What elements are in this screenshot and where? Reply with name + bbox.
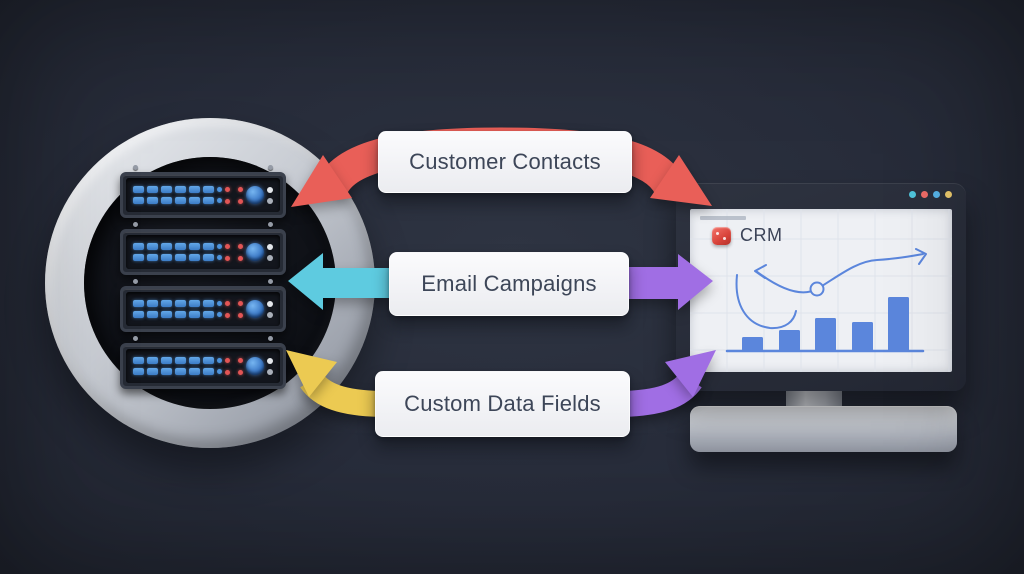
- server-power-button-icon: [246, 186, 264, 204]
- server-led-grid: [133, 300, 214, 318]
- flow-label-text: Custom Data Fields: [404, 391, 601, 416]
- server-led-grid: [133, 186, 214, 204]
- chart-bar: [888, 297, 909, 351]
- window-dots: [909, 191, 952, 198]
- chart-hook-arc: [735, 274, 797, 330]
- chart-bar: [779, 330, 800, 351]
- screen-header-placeholder-text: [700, 216, 746, 220]
- chart-bar: [852, 322, 873, 351]
- server-status-leds: [225, 186, 243, 204]
- server-unit: [120, 336, 286, 389]
- crm-app-icon: [712, 226, 731, 245]
- flow-label-text: Email Campaigns: [421, 271, 597, 296]
- crm-app-name: CRM: [740, 225, 783, 245]
- crm-screen: CRM: [690, 209, 952, 372]
- server-led-grid: [133, 357, 214, 375]
- server-power-button-icon: [246, 243, 264, 261]
- window-dot-icon: [933, 191, 940, 198]
- server-power-button-icon: [246, 300, 264, 318]
- crm-app-header: CRM: [712, 225, 783, 246]
- server-status-leds: [225, 357, 243, 375]
- flow-label-custom-data-fields: Custom Data Fields: [375, 371, 630, 437]
- server-power-button-icon: [246, 357, 264, 375]
- window-dot-icon: [909, 191, 916, 198]
- window-dot-icon: [945, 191, 952, 198]
- bar-series: [742, 297, 909, 351]
- server-front-panel: [126, 235, 280, 269]
- flow-label-email-campaigns: Email Campaigns: [389, 252, 629, 316]
- curve-node-circle: [809, 281, 825, 297]
- server-status-leds: [225, 300, 243, 318]
- server-unit: [120, 279, 286, 332]
- flow-label-customer-contacts: Customer Contacts: [378, 131, 632, 193]
- server-status-leds: [225, 243, 243, 261]
- curve-arrowhead-right-icon: [915, 248, 927, 265]
- window-dot-icon: [921, 191, 928, 198]
- server-front-panel: [126, 178, 280, 212]
- crm-monitor: CRM: [676, 183, 966, 391]
- chart-s-curve: [755, 253, 924, 294]
- server-unit: [120, 165, 286, 218]
- monitor-stand-base: [690, 406, 957, 452]
- server-front-panel: [126, 349, 280, 383]
- server-unit: [120, 222, 286, 275]
- server-front-panel: [126, 292, 280, 326]
- flow-label-text: Customer Contacts: [409, 149, 601, 174]
- server-led-grid: [133, 243, 214, 261]
- chart-bar: [742, 337, 763, 351]
- curve-arrowhead-left-icon: [754, 264, 767, 279]
- chart-bar: [815, 318, 836, 351]
